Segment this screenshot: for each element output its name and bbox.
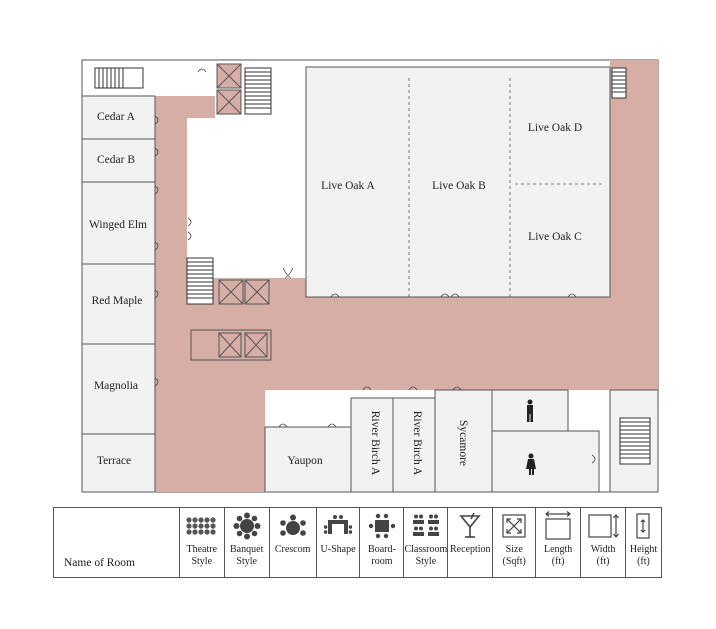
label-yaupon: Yaupon [287,455,323,467]
label-cedar-b: Cedar B [97,154,135,166]
restroom-women-icon [526,453,536,475]
legend-size: Size (Sqft) [493,508,537,577]
room-yaupon[interactable] [264,426,352,493]
elevator-icon [190,63,272,361]
legend-label: Width (ft) [590,544,616,567]
boardroom-icon [368,513,396,539]
partition-lines [392,78,605,492]
banquet-style-icon [233,512,261,540]
room-live-oak[interactable] [305,66,611,298]
classroom-style-icon [412,514,439,536]
label-cedar-a: Cedar A [97,111,136,123]
label-sycamore: Sycamore [457,420,469,466]
theatre-style-icon [186,517,216,535]
room-winged-elm[interactable] [81,181,156,265]
legend-length: Length (ft) [536,508,582,577]
legend-height: Height (ft) [626,508,661,577]
cocktail-glass-icon [459,512,481,538]
size-arrows-icon [502,514,526,538]
legend-label: Size (Sqft) [502,544,526,567]
legend-label: Banquet Style [230,544,264,567]
legend-label: Crescom [274,544,311,555]
width-arrow-icon [588,514,620,538]
stairs-icon [94,67,651,465]
legend-classroom: Classroom Style [404,508,449,577]
label-live-oak-d: Live Oak D [528,122,582,134]
legend-crescent: Crescom [270,508,317,577]
label-river-birch-a-1: River Birch A [369,411,381,476]
legend-label: Classroom Style [404,544,448,567]
legend-label: Length (ft) [543,544,573,567]
legend-banquet: Banquet Style [225,508,270,577]
label-live-oak-b: Live Oak B [432,180,486,192]
legend-table: Name of Room Theatre Style Banquet Style… [53,507,662,578]
room-river-birch-a-1[interactable] [350,397,394,493]
label-red-maple: Red Maple [92,295,143,307]
room-sycamore[interactable] [434,389,493,493]
legend-u-shape: U-Shape [317,508,361,577]
label-live-oak-a: Live Oak A [321,180,375,192]
label-terrace: Terrace [97,455,131,467]
room-cedar-b[interactable] [81,138,156,183]
height-arrow-icon [636,513,651,539]
room-terrace[interactable] [81,433,156,493]
legend-name-of-room: Name of Room [54,508,180,577]
crescent-style-icon [279,514,306,536]
legend-label: Theatre Style [186,544,218,567]
legend-label: Reception [450,544,491,555]
restroom-women [491,430,600,493]
legend-width: Width (ft) [581,508,627,577]
legend-label: Board- room [368,544,396,567]
door-icon [154,68,596,464]
legend-boardroom: Board- room [360,508,405,577]
room-magnolia[interactable] [81,343,156,435]
label-winged-elm: Winged Elm [89,219,147,231]
restroom-men-icon [527,399,533,422]
room-red-maple[interactable] [81,263,156,345]
legend-label: Height (ft) [629,544,658,567]
label-magnolia: Magnolia [94,380,138,392]
length-arrow-icon [545,511,572,540]
label-live-oak-c: Live Oak C [528,231,582,243]
room-cedar-a[interactable] [81,95,156,140]
room-river-birch-a-2[interactable] [392,397,436,493]
legend-reception: Reception [448,508,494,577]
label-river-birch-a-2: River Birch A [411,411,423,476]
legend-label: U-Shape [320,544,356,555]
floor-plan: Cedar A Cedar B Winged Elm Red Maple Mag… [81,59,659,493]
u-shape-icon [324,515,353,534]
legend-theatre: Theatre Style [180,508,225,577]
